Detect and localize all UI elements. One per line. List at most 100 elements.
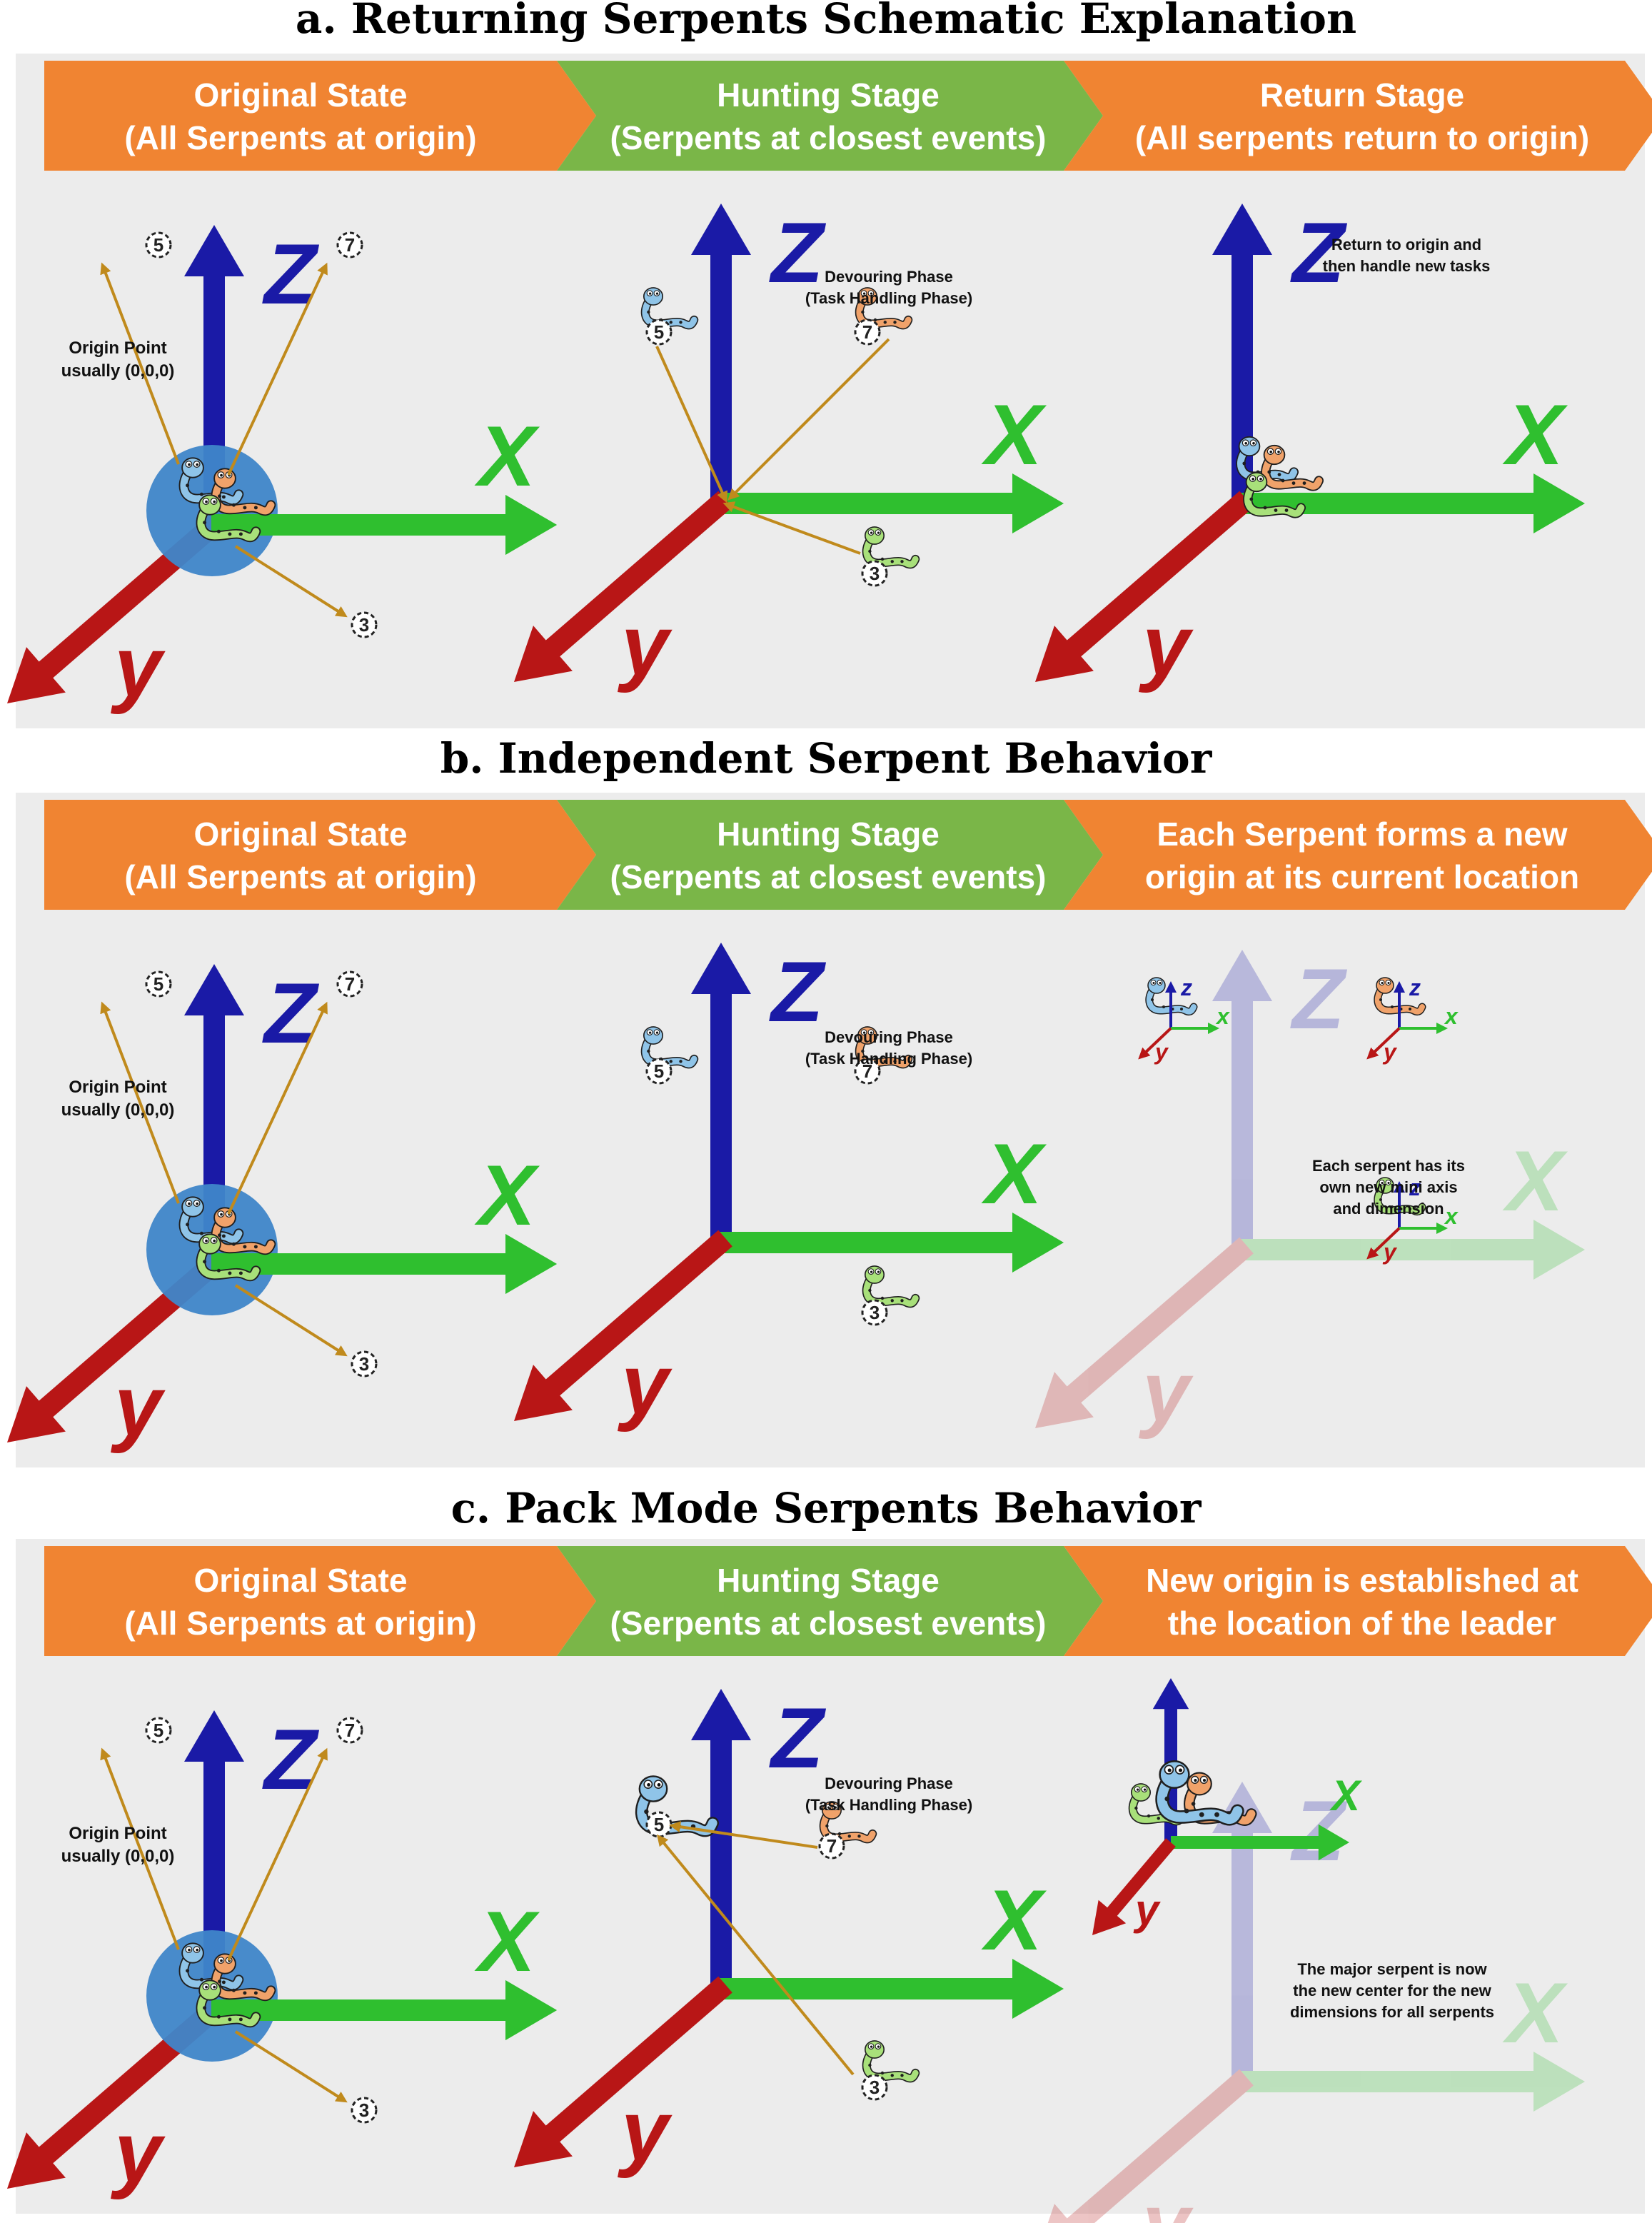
banner-2-shape [557,800,1103,910]
stage-note: the new center for the new [1293,1982,1491,1999]
serpent-spot [1274,508,1278,512]
event-number: 7 [827,1835,837,1857]
serpent-spot [218,1233,222,1238]
y-axis-arrow [1035,491,1254,682]
serpent-spot [203,1260,207,1264]
serpent-head [1376,977,1394,994]
mini-x-label: x [1215,1003,1230,1029]
serpent-head [864,2040,885,2059]
serpent-pupil [1159,982,1162,984]
event-number: 7 [345,1720,355,1741]
serpent-spot [216,1268,221,1273]
event-number: 3 [359,614,369,636]
mini-y-label: y [1154,1039,1169,1065]
event-badge: 3 [861,1299,888,1326]
x-axis-label: X [1502,1133,1568,1229]
serpent-pupil [655,1031,659,1034]
serpent-head [181,457,204,478]
z-axis-label: Z [262,965,320,1061]
serpent-pupil [877,1270,880,1273]
serpent-pupil [1387,1182,1390,1184]
z-axis-label: Z [262,226,320,322]
banner-3-line2: origin at its current location [1145,858,1579,895]
serpent-spot [253,506,258,510]
serpent-blue-leader [1155,1760,1244,1826]
banner-3-line1: Return Stage [1260,76,1464,114]
serpent-green [1243,471,1306,518]
serpent-spot [1409,1208,1411,1210]
serpent-pupil [1387,982,1390,984]
event-circle [336,1717,363,1744]
trail-arrow [669,1821,818,1849]
y-axis-label: y [111,619,166,715]
event-badge: 7 [854,318,881,346]
serpent-spot [221,1234,226,1238]
serpent-spot [1134,1806,1138,1810]
y-axis-arrow [514,491,732,682]
origin-label: Origin Point [69,1824,166,1843]
serpent-pupil [220,1213,223,1216]
serpent-mini [1145,977,1198,1016]
serpent-spot [228,2017,232,2022]
serpent-spot [893,321,897,324]
serpent-spot [186,1223,190,1227]
serpent-pupil [196,463,199,466]
serpent-spot [231,503,236,507]
y-axis-label: y [1139,2176,1194,2223]
mini-z-label: z [1180,975,1192,1000]
serpent-pupil [188,463,191,466]
x-axis-arrow [718,1959,1064,2019]
serpent-spot [1162,1005,1165,1008]
z-axis-label: Z [262,1712,320,1807]
z-axis-label: Z [262,226,320,322]
banner-3-shape [1064,1546,1652,1656]
event-badge: 7 [336,1717,363,1744]
serpent-pupil [188,1948,191,1952]
serpent-orange [1261,444,1324,491]
serpent-head [1245,471,1268,493]
z-axis-label: Z [769,944,827,1040]
serpent-pupil [877,531,880,534]
serpent-spot [1391,1005,1394,1008]
serpent-spot [857,1835,861,1838]
serpent-pupil [870,1270,873,1273]
serpent-spot [890,1299,894,1303]
serpent-head [181,1942,204,1964]
serpent-pupil [647,1783,650,1787]
serpent-head [864,1265,885,1284]
banner-2-line1: Hunting Stage [717,1562,940,1599]
serpent-pupil [1178,1768,1183,1772]
y-axis-label: y [618,598,673,693]
serpent-head [213,1953,236,1974]
serpent-spot [203,521,207,525]
serpent-pupil [220,473,223,477]
serpent-pupil [870,2045,873,2048]
serpent-head [1130,1783,1152,1802]
serpent-pupil [1277,451,1280,453]
phase-label: Devouring Phase [825,1775,953,1792]
serpent-pupil [1136,1788,1139,1791]
event-circle [854,318,881,346]
x-axis-arrow [718,1213,1064,1273]
serpent-spot [825,1824,829,1828]
x-axis-arrow [1239,1220,1585,1280]
stage3-faded-axes: ZXy [1035,950,1585,1440]
serpent-green [862,1265,920,1308]
stage-note: Each serpent has its [1312,1157,1465,1175]
serpent-pupil [648,1031,652,1034]
z-axis-arrow [1212,204,1272,506]
serpent-spot [203,2006,207,2010]
serpent-pupil [1152,982,1155,984]
serpent-spot [221,1980,226,1984]
serpent-spot [1164,1796,1170,1802]
z-axis-label: Z [769,1690,827,1786]
serpent-spot [238,1271,243,1275]
serpent-pupil [1244,442,1247,445]
serpent-spot [1391,1205,1394,1208]
serpent-head [198,494,221,516]
stage3-axes: ZXy [1035,204,1585,693]
